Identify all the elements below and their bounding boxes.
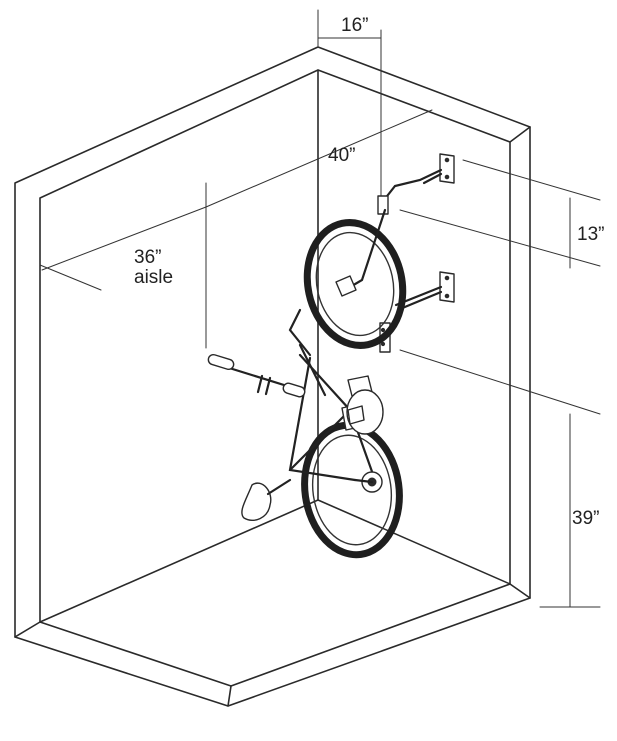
saddle: [241, 482, 272, 522]
dimension-hook-spacing-label: 13”: [577, 224, 605, 245]
rear-wheel: [301, 421, 403, 559]
bicycle: [207, 208, 407, 559]
room-enclosure: [14, 46, 531, 707]
aisle-word: aisle: [134, 266, 174, 288]
dimension-depth-label: 40”: [328, 145, 356, 166]
dimension-rack-width-label: 16”: [341, 15, 369, 36]
upper-wall-hook: [382, 153, 455, 202]
aisle-value: 36”: [134, 247, 162, 268]
front-wheel: [303, 219, 407, 349]
dimension-aisle-label: 36” aisle: [134, 248, 173, 288]
dimension-hook-height-label: 39”: [572, 508, 600, 529]
dimension-lines: [39, 9, 601, 608]
